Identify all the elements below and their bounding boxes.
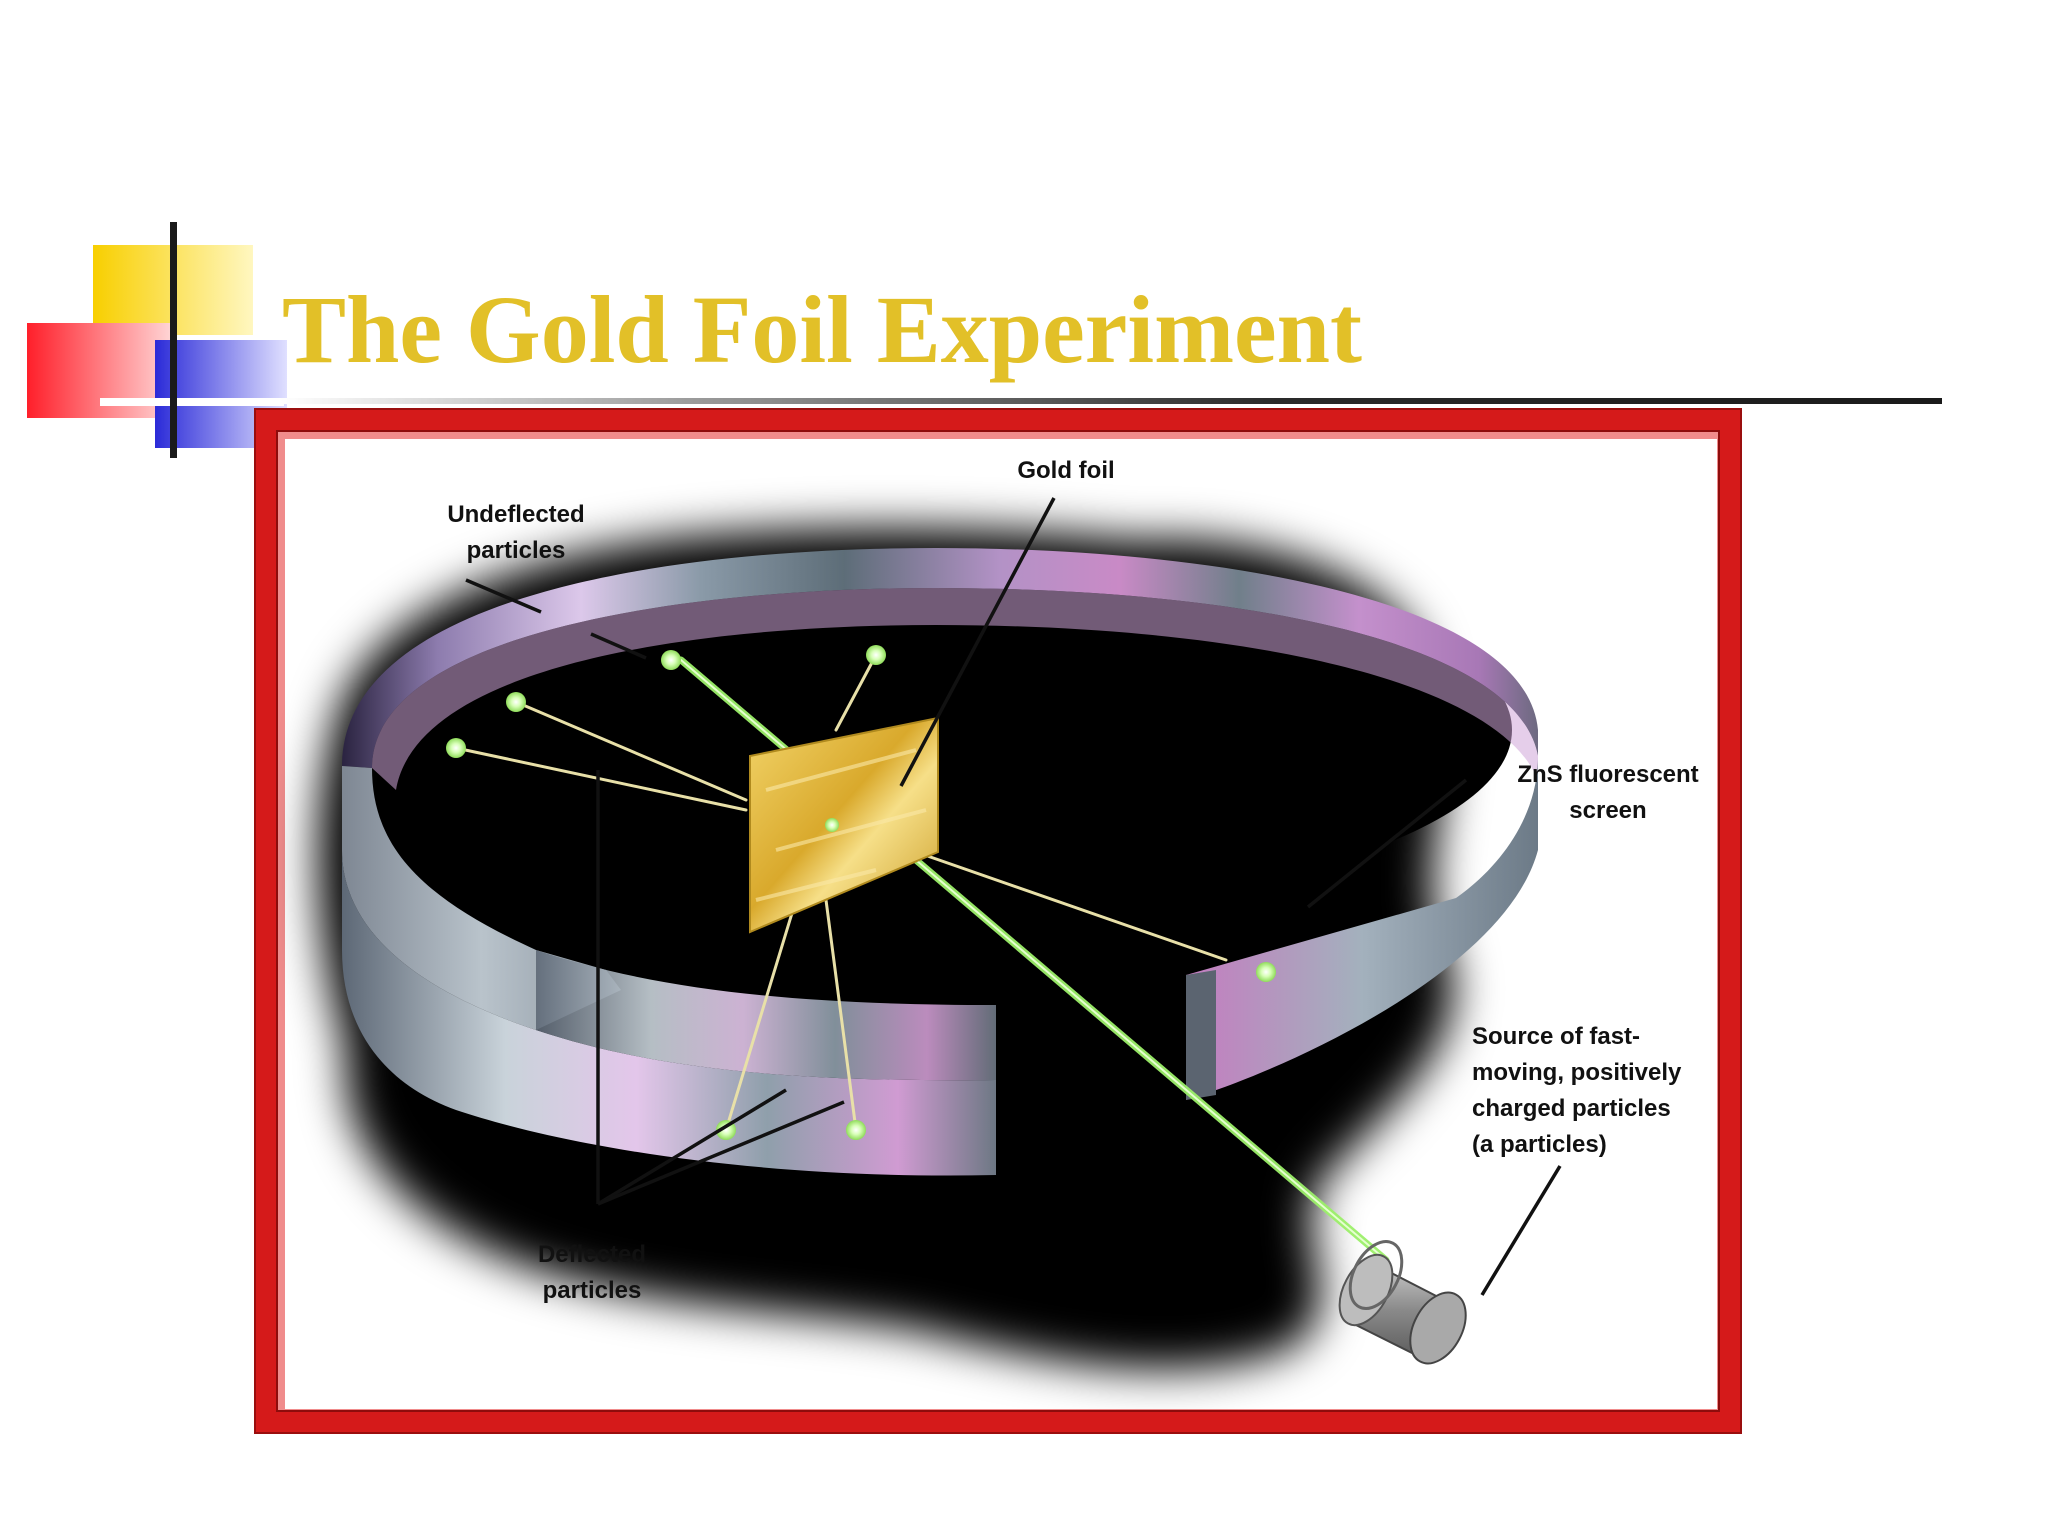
label-deflected-line2: particles [543,1277,642,1304]
leader-lines [465,497,1562,1296]
label-deflected-line1: Deflected [538,1241,646,1268]
title-rule [280,398,1942,404]
label-zns-line1: ZnS fluorescent [1517,761,1698,788]
ring-front-band [342,850,996,1176]
scintillation-dots [446,645,1276,1140]
label-gold-foil: Gold foil [1017,457,1114,484]
deflected-track-6 [824,898,858,1132]
label-undeflected-line1: Undeflected [447,501,584,528]
label-source-line4: (a particles) [1472,1131,1607,1158]
deflected-track-5 [724,898,798,1132]
particle-source [1338,1240,1467,1365]
leader-zns [1306,778,1468,909]
beam-hit-spot [825,818,839,832]
label-source-line2: moving, positively [1472,1059,1682,1086]
ring-back-wall [372,588,1538,790]
ring-front-band-top [536,950,996,1081]
slide-title: The Gold Foil Experiment [282,276,1362,383]
diagram-frame: Undeflected particles Gold foil ZnS fluo… [256,410,1740,1432]
ring-right-edge [1186,970,1216,1100]
label-zns-line2: screen [1569,797,1646,824]
flash-dot-2 [866,645,886,665]
leader-source [1480,1165,1562,1296]
deco-vertical-bar [170,222,177,458]
deflected-track-3 [834,653,878,732]
gold-foil-diagram: Undeflected particles Gold foil ZnS fluo… [317,457,1699,1370]
ring-right-front-wall [1186,756,1538,1100]
flash-dot-7 [846,1120,866,1140]
deflected-track-1 [514,700,748,802]
flash-dot-3 [506,692,526,712]
leader-undeflected-b [590,632,647,660]
label-undeflected-line2: particles [467,537,566,564]
deco-white-cut [100,398,284,406]
leader-gold-foil [899,497,1056,787]
flash-dot-4 [446,738,466,758]
gold-foil [749,716,939,934]
flash-dot-1 [661,650,681,670]
deflected-track-4 [894,843,1228,962]
leader-deflected-2 [597,1088,787,1206]
deflected-track-2 [454,746,748,812]
leader-undeflected-a [465,578,542,614]
flash-dot-5 [1256,962,1276,982]
label-source-line1: Source of fast- [1472,1023,1640,1050]
leader-deflected-3 [597,1100,845,1206]
label-source-line3: charged particles [1472,1095,1671,1122]
ring-back-band [342,548,1538,768]
